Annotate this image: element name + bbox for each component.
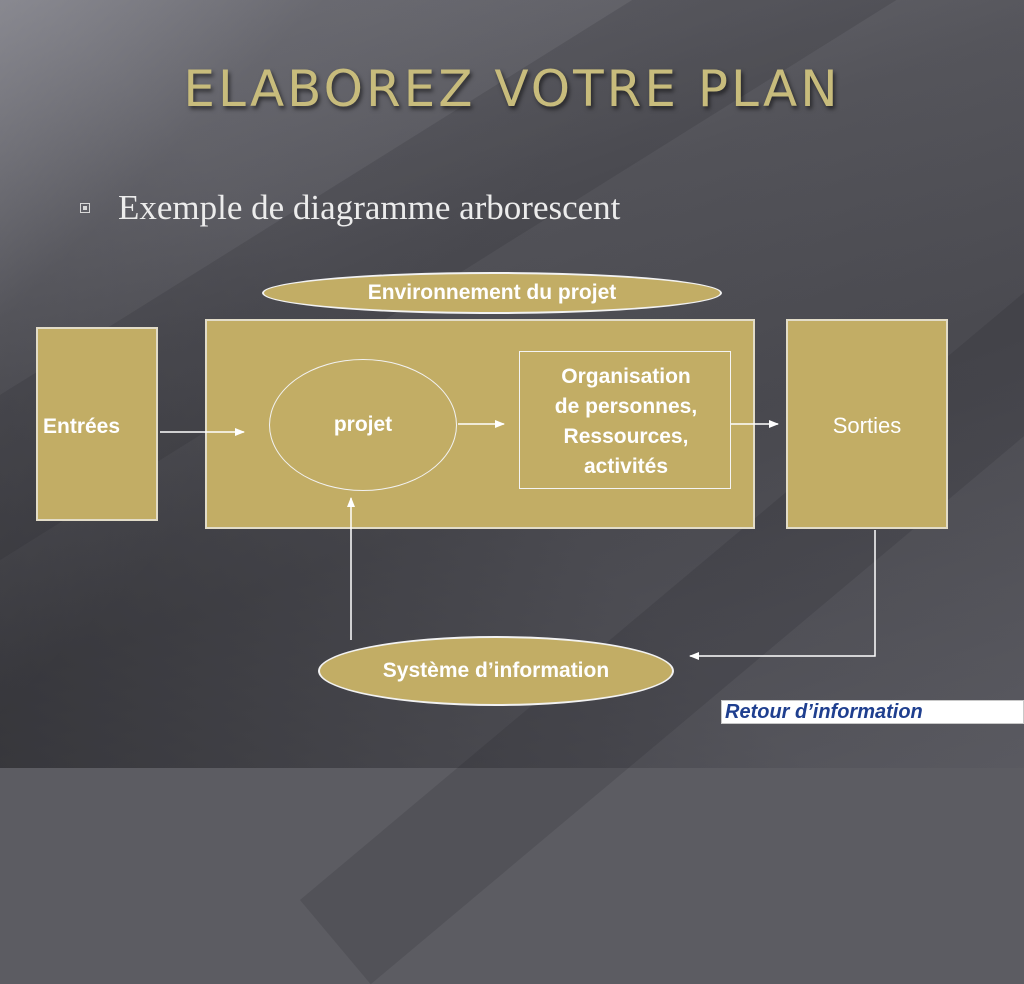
organisation-line: activités [583, 455, 669, 478]
feedback-label: Retour d’information [721, 700, 1024, 724]
feedback-line [689, 530, 876, 660]
bullet-text: Exemple de diagramme arborescent [118, 188, 621, 227]
inputs-box: Entrées [36, 327, 158, 521]
slide-title: ELABOREZ VOTRE PLAN [183, 60, 841, 118]
environment-ellipse: Environnement du projet [262, 272, 722, 314]
information-system-ellipse: Système d’information [318, 636, 674, 706]
organisation-box: Organisation de personnes, Ressources, a… [519, 351, 731, 489]
information-system-label: Système d’information [382, 659, 610, 682]
square-bullet-icon [80, 203, 90, 213]
project-label: projet [333, 413, 393, 436]
environment-label: Environnement du projet [367, 281, 617, 304]
organisation-text: Organisation de personnes, Ressources, a… [514, 362, 738, 482]
organisation-line: Organisation [561, 365, 691, 388]
project-ellipse: projet [269, 359, 457, 491]
outputs-box: Sorties [786, 319, 948, 529]
bullet-item: Exemple de diagramme arborescent [80, 188, 620, 228]
outputs-label: Sorties [832, 413, 902, 438]
inputs-label: Entrées [43, 415, 121, 438]
connector-arrows [160, 420, 876, 660]
organisation-line: de personnes, [554, 395, 698, 418]
organisation-line: Ressources, [563, 425, 689, 448]
